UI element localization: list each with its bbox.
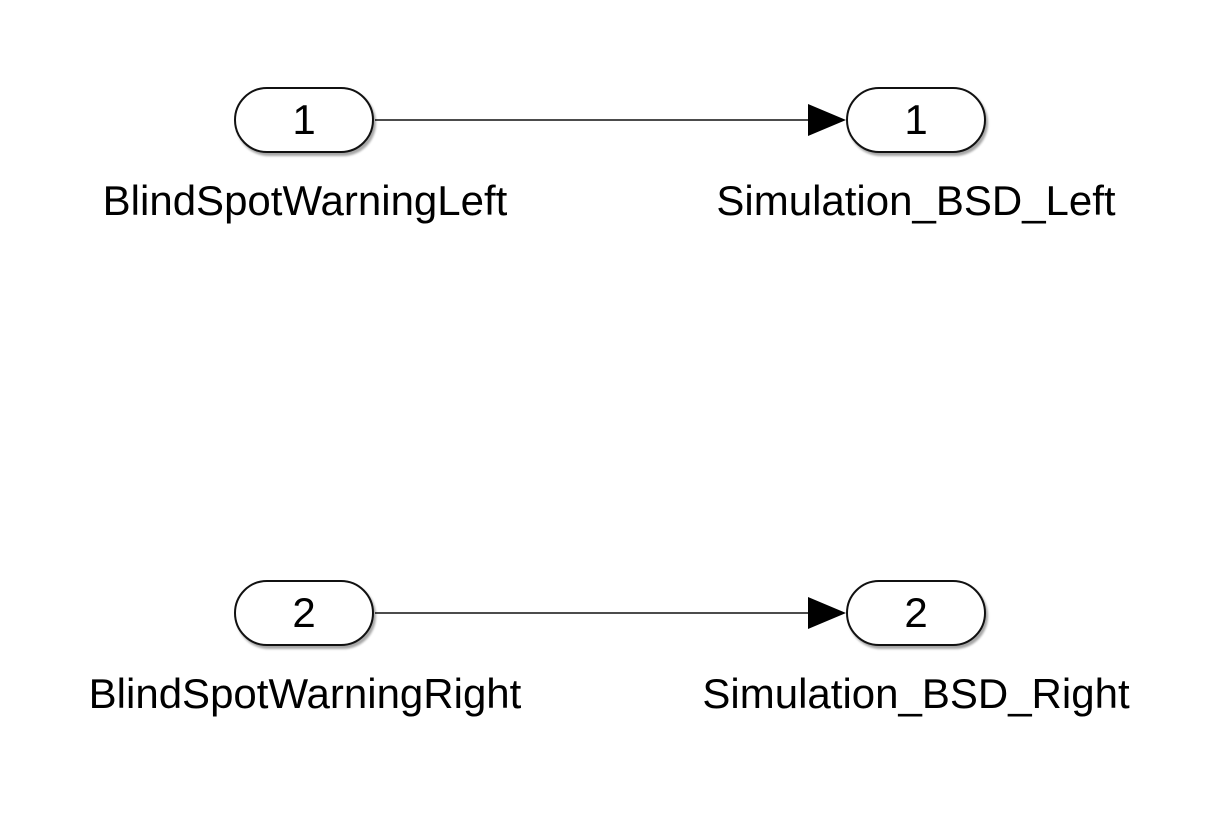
arrowhead-icon bbox=[808, 104, 846, 136]
outport-number: 2 bbox=[904, 589, 928, 636]
outport-block-right[interactable]: 2 bbox=[846, 580, 986, 646]
outport-label-left: Simulation_BSD_Left bbox=[716, 177, 1116, 224]
outport-number: 1 bbox=[904, 96, 928, 143]
inport-label-left: BlindSpotWarningLeft bbox=[102, 177, 508, 224]
inport-number: 2 bbox=[292, 589, 316, 636]
outport-label-right: Simulation_BSD_Right bbox=[702, 670, 1130, 717]
inport-block-left[interactable]: 1 bbox=[234, 87, 374, 153]
inport-block-right[interactable]: 2 bbox=[234, 580, 374, 646]
signal-line-left[interactable] bbox=[375, 104, 846, 136]
inport-label-right: BlindSpotWarningRight bbox=[88, 670, 522, 717]
inport-number: 1 bbox=[292, 96, 316, 143]
outport-block-left[interactable]: 1 bbox=[846, 87, 986, 153]
arrowhead-icon bbox=[808, 597, 846, 629]
signal-line-right[interactable] bbox=[375, 597, 846, 629]
